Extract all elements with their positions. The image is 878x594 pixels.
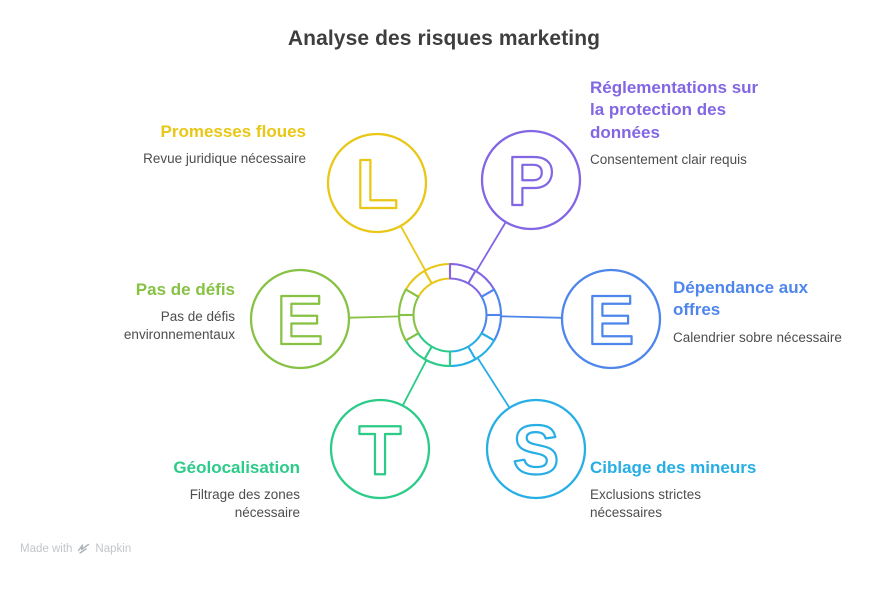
letter-technological: T — [359, 411, 402, 489]
watermark-brand: Napkin — [95, 542, 132, 555]
ring-sector-environmental — [398, 288, 420, 342]
letter-circle-technological — [329, 398, 431, 500]
letter-economic: E — [588, 281, 635, 359]
connector-environmental — [348, 315, 400, 319]
label-technological-sub: Filtrage des zones nécessaire — [189, 487, 300, 520]
node-environmental: E — [249, 268, 351, 370]
letter-environmental: E — [277, 281, 324, 359]
letter-circle-economic — [560, 268, 662, 370]
label-technological-heading: Géolocalisation — [173, 458, 300, 477]
label-political-heading: Réglementations sur la protection des do… — [590, 78, 759, 142]
watermark: Made with Napkin — [20, 542, 131, 555]
label-economic-heading: Dépendance aux offres — [673, 278, 809, 320]
ring-divider-political — [467, 270, 477, 284]
label-legal: Promesses floues Revue juridique nécessa… — [106, 121, 306, 168]
letter-circle-environmental — [249, 268, 351, 370]
letter-circle-legal — [326, 132, 428, 234]
node-political: P — [480, 129, 582, 231]
node-legal: L — [326, 132, 428, 234]
node-social: S — [485, 398, 587, 500]
letter-political: P — [508, 142, 555, 220]
label-environmental-heading: Pas de défis — [135, 280, 235, 299]
letter-circle-social — [485, 398, 587, 500]
connector-social — [476, 357, 511, 409]
ring-sector-social — [448, 332, 496, 368]
label-economic: Dépendance aux offres Calendrier sobre n… — [673, 277, 873, 346]
napkin-logo-icon — [78, 543, 90, 554]
page-title: Analyse des risques marketing — [287, 27, 601, 50]
label-social-heading: Ciblage des mineurs — [590, 458, 757, 477]
label-social-sub: Exclusions strictes nécessaires — [590, 487, 702, 520]
letter-circle-political — [480, 129, 582, 231]
ring-sector-legal — [404, 262, 452, 298]
connector-technological — [401, 359, 428, 407]
label-political-sub: Consentement clair requis — [590, 152, 747, 168]
label-political: Réglementations sur la protection des do… — [590, 77, 790, 169]
node-economic: E — [560, 268, 662, 370]
label-legal-heading: Promesses floues — [160, 122, 306, 141]
label-environmental: Pas de défis Pas de défis environnementa… — [65, 279, 235, 343]
connectors — [348, 221, 563, 409]
label-economic-sub: Calendrier sobre nécessaire — [673, 329, 842, 345]
ring-divider-legal — [423, 270, 433, 284]
ring-sector-technological — [404, 332, 452, 368]
node-technological: T — [329, 398, 431, 500]
ring-divider-social — [467, 346, 477, 360]
label-environmental-sub: Pas de défis environnementaux — [123, 309, 235, 342]
watermark-prefix: Made with — [20, 542, 73, 555]
connector-legal — [399, 225, 427, 271]
ring-sector-political — [448, 262, 496, 298]
letter-legal: L — [356, 145, 399, 223]
ring-divider-technological — [423, 346, 433, 360]
connector-economic — [500, 315, 563, 319]
label-technological: Géolocalisation Filtrage des zones néces… — [100, 457, 300, 521]
letter-social: S — [513, 411, 560, 489]
label-legal-sub: Revue juridique nécessaire — [143, 151, 306, 167]
label-social: Ciblage des mineurs Exclusions strictes … — [590, 457, 790, 521]
center-ring — [398, 262, 502, 368]
connector-political — [475, 221, 507, 272]
